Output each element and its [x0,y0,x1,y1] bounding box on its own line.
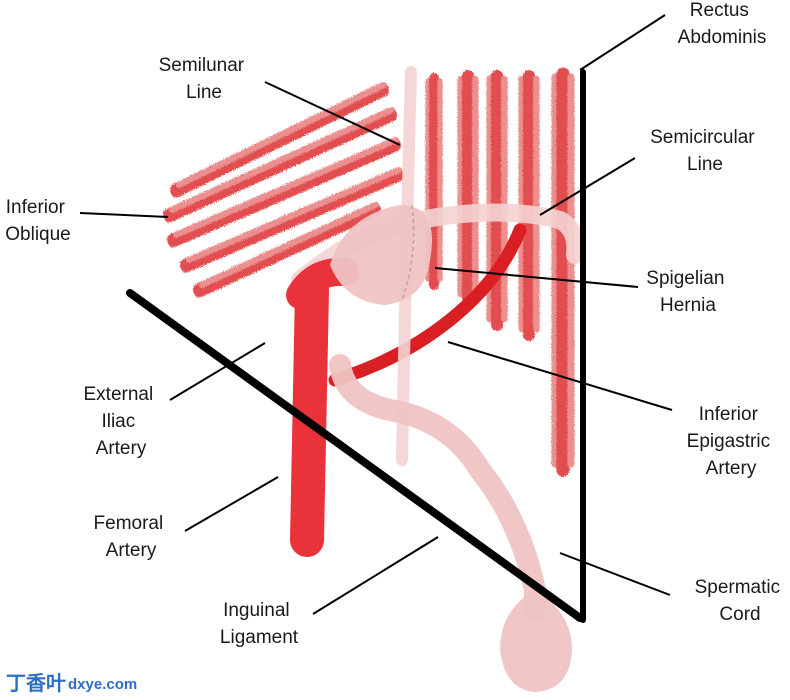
label-inferior-epigastric-artery-line1: Inferior [699,404,759,425]
label-external-iliac-artery: External Iliac Artery [84,384,159,459]
label-semilunar-line-line2: Line [186,82,222,103]
leader-inferior-oblique [79,212,169,218]
oblique-band-stroke [176,82,387,188]
label-femoral-artery-line2: Artery [106,540,157,561]
oblique-band-stroke [173,137,399,238]
label-external-iliac-artery-line1: External [84,384,154,405]
label-rectus-abdominis-line2: Abdominis [678,27,767,48]
watermark-chinese: 丁香叶 [6,671,66,695]
hernia-outline [401,204,415,301]
label-rectus-abdominis: Rectus Abdominis [678,0,767,48]
label-external-iliac-artery-line2: Iliac [101,411,135,432]
oblique-band-stroke [167,138,401,247]
label-inferior-epigastric-artery-line2: Epigastric [687,431,770,452]
label-inferior-oblique-line2: Oblique [5,224,71,245]
inferior-epigastric-artery-shape [328,223,527,387]
oblique-band-stroke [163,108,397,222]
leader-external-iliac-artery [169,342,266,401]
label-inguinal-ligament-line1: Inguinal [223,600,290,621]
leader-spigelian-hernia [434,267,639,288]
oblique-band-stroke [170,83,389,197]
oblique-band-stroke [169,107,395,213]
leader-inferior-epigastric-artery [447,341,673,411]
labels: Rectus Abdominis Semilunar Line Semicirc… [5,0,786,648]
inferior-oblique-muscle [163,82,404,298]
label-semilunar-line: Semilunar Line [159,55,250,103]
watermark: 丁香叶 dxye.com [6,671,137,695]
label-semicircular-line: Semicircular Line [650,127,760,175]
watermark-latin: dxye.com [68,676,137,693]
label-femoral-artery-line1: Femoral [94,513,164,534]
label-inferior-oblique-line1: Inferior [6,197,66,218]
leader-inguinal-ligament [312,536,439,615]
label-spermatic-cord: Spermatic Cord [695,577,786,625]
label-spigelian-hernia: Spigelian Hernia [646,268,729,316]
label-external-iliac-artery-line3: Artery [96,438,147,459]
label-inferior-epigastric-artery: Inferior Epigastric Artery [687,404,776,479]
leader-lines [79,14,673,615]
label-semicircular-line-line2: Line [687,154,723,175]
leader-femoral-artery [184,476,279,532]
inguinal-ligament-line [126,289,584,622]
leader-semilunar-line [264,81,401,146]
oblique-band-stroke [186,167,402,263]
spigelian-hernia-shape [330,205,432,305]
label-semicircular-line-line1: Semicircular [650,127,755,148]
label-inferior-oblique: Inferior Oblique [5,197,71,245]
label-inferior-epigastric-artery-line3: Artery [706,458,757,479]
oblique-band-stroke [199,202,379,288]
label-rectus-abdominis-line1: Rectus [690,0,749,21]
label-inguinal-ligament-line2: Ligament [220,627,299,648]
label-spermatic-cord-line1: Spermatic [695,577,781,598]
oblique-band-stroke [180,168,404,272]
oblique-band-stroke [193,203,381,297]
leader-spermatic-cord [559,552,671,596]
label-semilunar-line-line1: Semilunar [159,55,245,76]
spermatic-cord-shape [329,354,546,621]
spermatic-cord-bulb [500,590,572,692]
label-femoral-artery: Femoral Artery [94,513,169,561]
leader-semicircular-line [539,157,636,216]
femoral-artery-shape [290,273,329,557]
label-spigelian-hernia-line1: Spigelian [646,268,724,289]
label-spermatic-cord-line2: Cord [719,604,760,625]
label-spigelian-hernia-line2: Hernia [660,295,716,316]
label-inguinal-ligament: Inguinal Ligament [220,600,299,648]
leader-rectus-abdominis [579,14,666,71]
